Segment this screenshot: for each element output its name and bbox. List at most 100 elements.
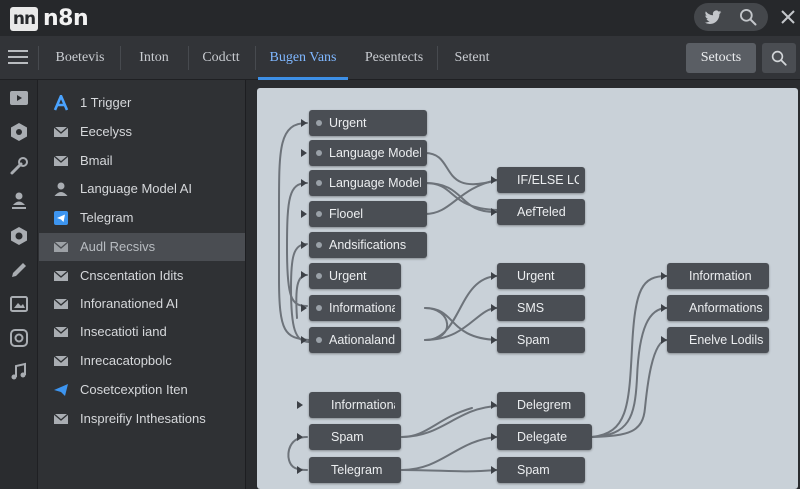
panel-item-label: Bmail [80, 153, 113, 168]
panel-item[interactable]: Inspreifiy Inthesations [39, 405, 245, 433]
settings-button[interactable]: Setocts [686, 43, 756, 73]
tab-divider [255, 46, 256, 70]
node-label: Urgent [517, 269, 555, 283]
panel-item[interactable]: Eecelyss [39, 118, 245, 146]
tab-setent[interactable]: Setent [454, 50, 490, 65]
node-status-dot [316, 305, 322, 311]
input-arrow [301, 210, 307, 218]
input-arrow [301, 179, 307, 187]
input-arrow [301, 119, 307, 127]
tab-codctt[interactable]: Codctt [202, 50, 240, 65]
workflow-node[interactable]: Enelve Lodils [667, 327, 769, 353]
panel-item[interactable]: Cnscentation Idits [39, 262, 245, 290]
close-icon[interactable] [778, 6, 798, 28]
input-arrow [301, 271, 307, 279]
panel-item-label: Eecelyss [80, 124, 133, 139]
workflow-node[interactable]: AefTeled [497, 199, 585, 225]
workflow-node[interactable]: Anformations [667, 295, 769, 321]
hexagon-icon[interactable] [9, 122, 29, 142]
wrench-icon[interactable] [9, 156, 29, 176]
panel-item[interactable]: Insecatioti iand [39, 318, 245, 346]
tab-divider [38, 46, 39, 70]
panel-item[interactable]: Inforanationed AI [39, 290, 245, 318]
tab-bar: Boetevis Inton Codctt Bugen Vans Pesente… [0, 36, 800, 80]
envelope-icon [53, 270, 69, 281]
instagram-icon[interactable] [9, 328, 29, 348]
panel-item[interactable]: Cosetcexption Iten [39, 376, 245, 404]
node-label: Language Model AI [329, 176, 421, 190]
panel-item-selected[interactable]: Audl Recsivs [39, 233, 245, 261]
workflow-node[interactable]: Urgent [497, 263, 585, 289]
envelope-icon [53, 126, 69, 137]
workflow-node[interactable]: Spam [497, 457, 585, 483]
search-icon[interactable] [738, 7, 758, 27]
node-label: IF/ELSE LOGIC [517, 173, 579, 187]
workflow-node[interactable]: Spam [309, 424, 401, 450]
panel-item[interactable]: Language Model AI [39, 175, 245, 203]
tab-divider [120, 46, 121, 70]
tab-boetevis[interactable]: Boetevis [55, 50, 105, 65]
workflow-node[interactable]: Urgent [309, 263, 401, 289]
workflow-node[interactable]: Andsifications [309, 232, 427, 258]
search-icon [771, 50, 787, 66]
node-label: Delegate [517, 430, 568, 444]
workflow-node[interactable]: Delegrem [497, 392, 585, 418]
telegram-icon [54, 384, 68, 396]
envelope-icon [53, 298, 69, 309]
tab-divider [188, 46, 189, 70]
hexagon-outline-icon[interactable] [9, 226, 29, 246]
workflow-node[interactable]: Delegate [497, 424, 592, 450]
pencil-icon[interactable] [9, 260, 29, 280]
envelope-icon [53, 355, 69, 366]
panel-item-trigger[interactable]: 1 Trigger [39, 89, 245, 117]
tab-pesentects[interactable]: Pesentects [364, 50, 424, 65]
node-label: Informational [331, 398, 395, 412]
a-letter-icon [53, 95, 69, 111]
workflow-node[interactable]: Aationaland [309, 327, 401, 353]
play-icon[interactable] [9, 88, 29, 108]
image-icon[interactable] [9, 294, 29, 314]
tab-bugen-vans[interactable]: Bugen Vans [258, 36, 348, 80]
node-status-dot [316, 180, 322, 186]
workflow-node[interactable]: SMS [497, 295, 585, 321]
node-label: Flooel [329, 207, 364, 221]
panel-item[interactable]: Telegram [39, 204, 245, 232]
envelope-icon [53, 326, 69, 337]
workflow-node[interactable]: Information [667, 263, 769, 289]
panel-item-label: Inspreifiy Inthesations [80, 411, 206, 426]
node-panel: 1 Trigger Eecelyss Bmail Language Model … [38, 80, 246, 489]
input-arrow [661, 336, 667, 344]
workflow-node[interactable]: Flooel [309, 201, 427, 227]
input-arrow [491, 336, 497, 344]
hamburger-menu-icon[interactable] [8, 49, 28, 65]
twitter-icon[interactable] [703, 7, 723, 27]
input-arrow [297, 433, 303, 441]
panel-item-label: Cosetcexption Iten [80, 382, 188, 397]
person-pin-icon[interactable] [9, 190, 29, 210]
workflow-node[interactable]: Telegram [309, 457, 401, 483]
workflow-node[interactable]: Informational [309, 392, 401, 418]
envelope-icon [53, 413, 69, 424]
input-arrow [297, 466, 303, 474]
workflow-node[interactable]: Language Model AI [309, 170, 427, 196]
toolbar-search-button[interactable] [762, 43, 796, 73]
person-icon [54, 182, 68, 196]
workflow-node[interactable]: Language Model AI [309, 140, 427, 166]
panel-item[interactable]: Bmail [39, 147, 245, 175]
workflow-node[interactable]: Informational [309, 295, 401, 321]
input-arrow [301, 149, 307, 157]
workflow-node[interactable]: IF/ELSE LOGIC [497, 167, 585, 193]
node-label: Enelve Lodils [689, 333, 763, 347]
panel-item-label: 1 Trigger [80, 95, 132, 110]
input-arrow [301, 304, 307, 312]
panel-item[interactable]: Inrecacatopbolc [39, 347, 245, 375]
node-label: Spam [517, 333, 550, 347]
panel-item-label: Inrecacatopbolc [80, 353, 172, 368]
workflow-canvas[interactable]: Urgent Language Model AI Language Model … [257, 88, 798, 489]
tab-inton[interactable]: Inton [139, 50, 169, 65]
music-icon[interactable] [9, 362, 29, 382]
workflow-node[interactable]: Spam [497, 327, 585, 353]
workflow-node[interactable]: Urgent [309, 110, 427, 136]
node-label: AefTeled [517, 205, 566, 219]
